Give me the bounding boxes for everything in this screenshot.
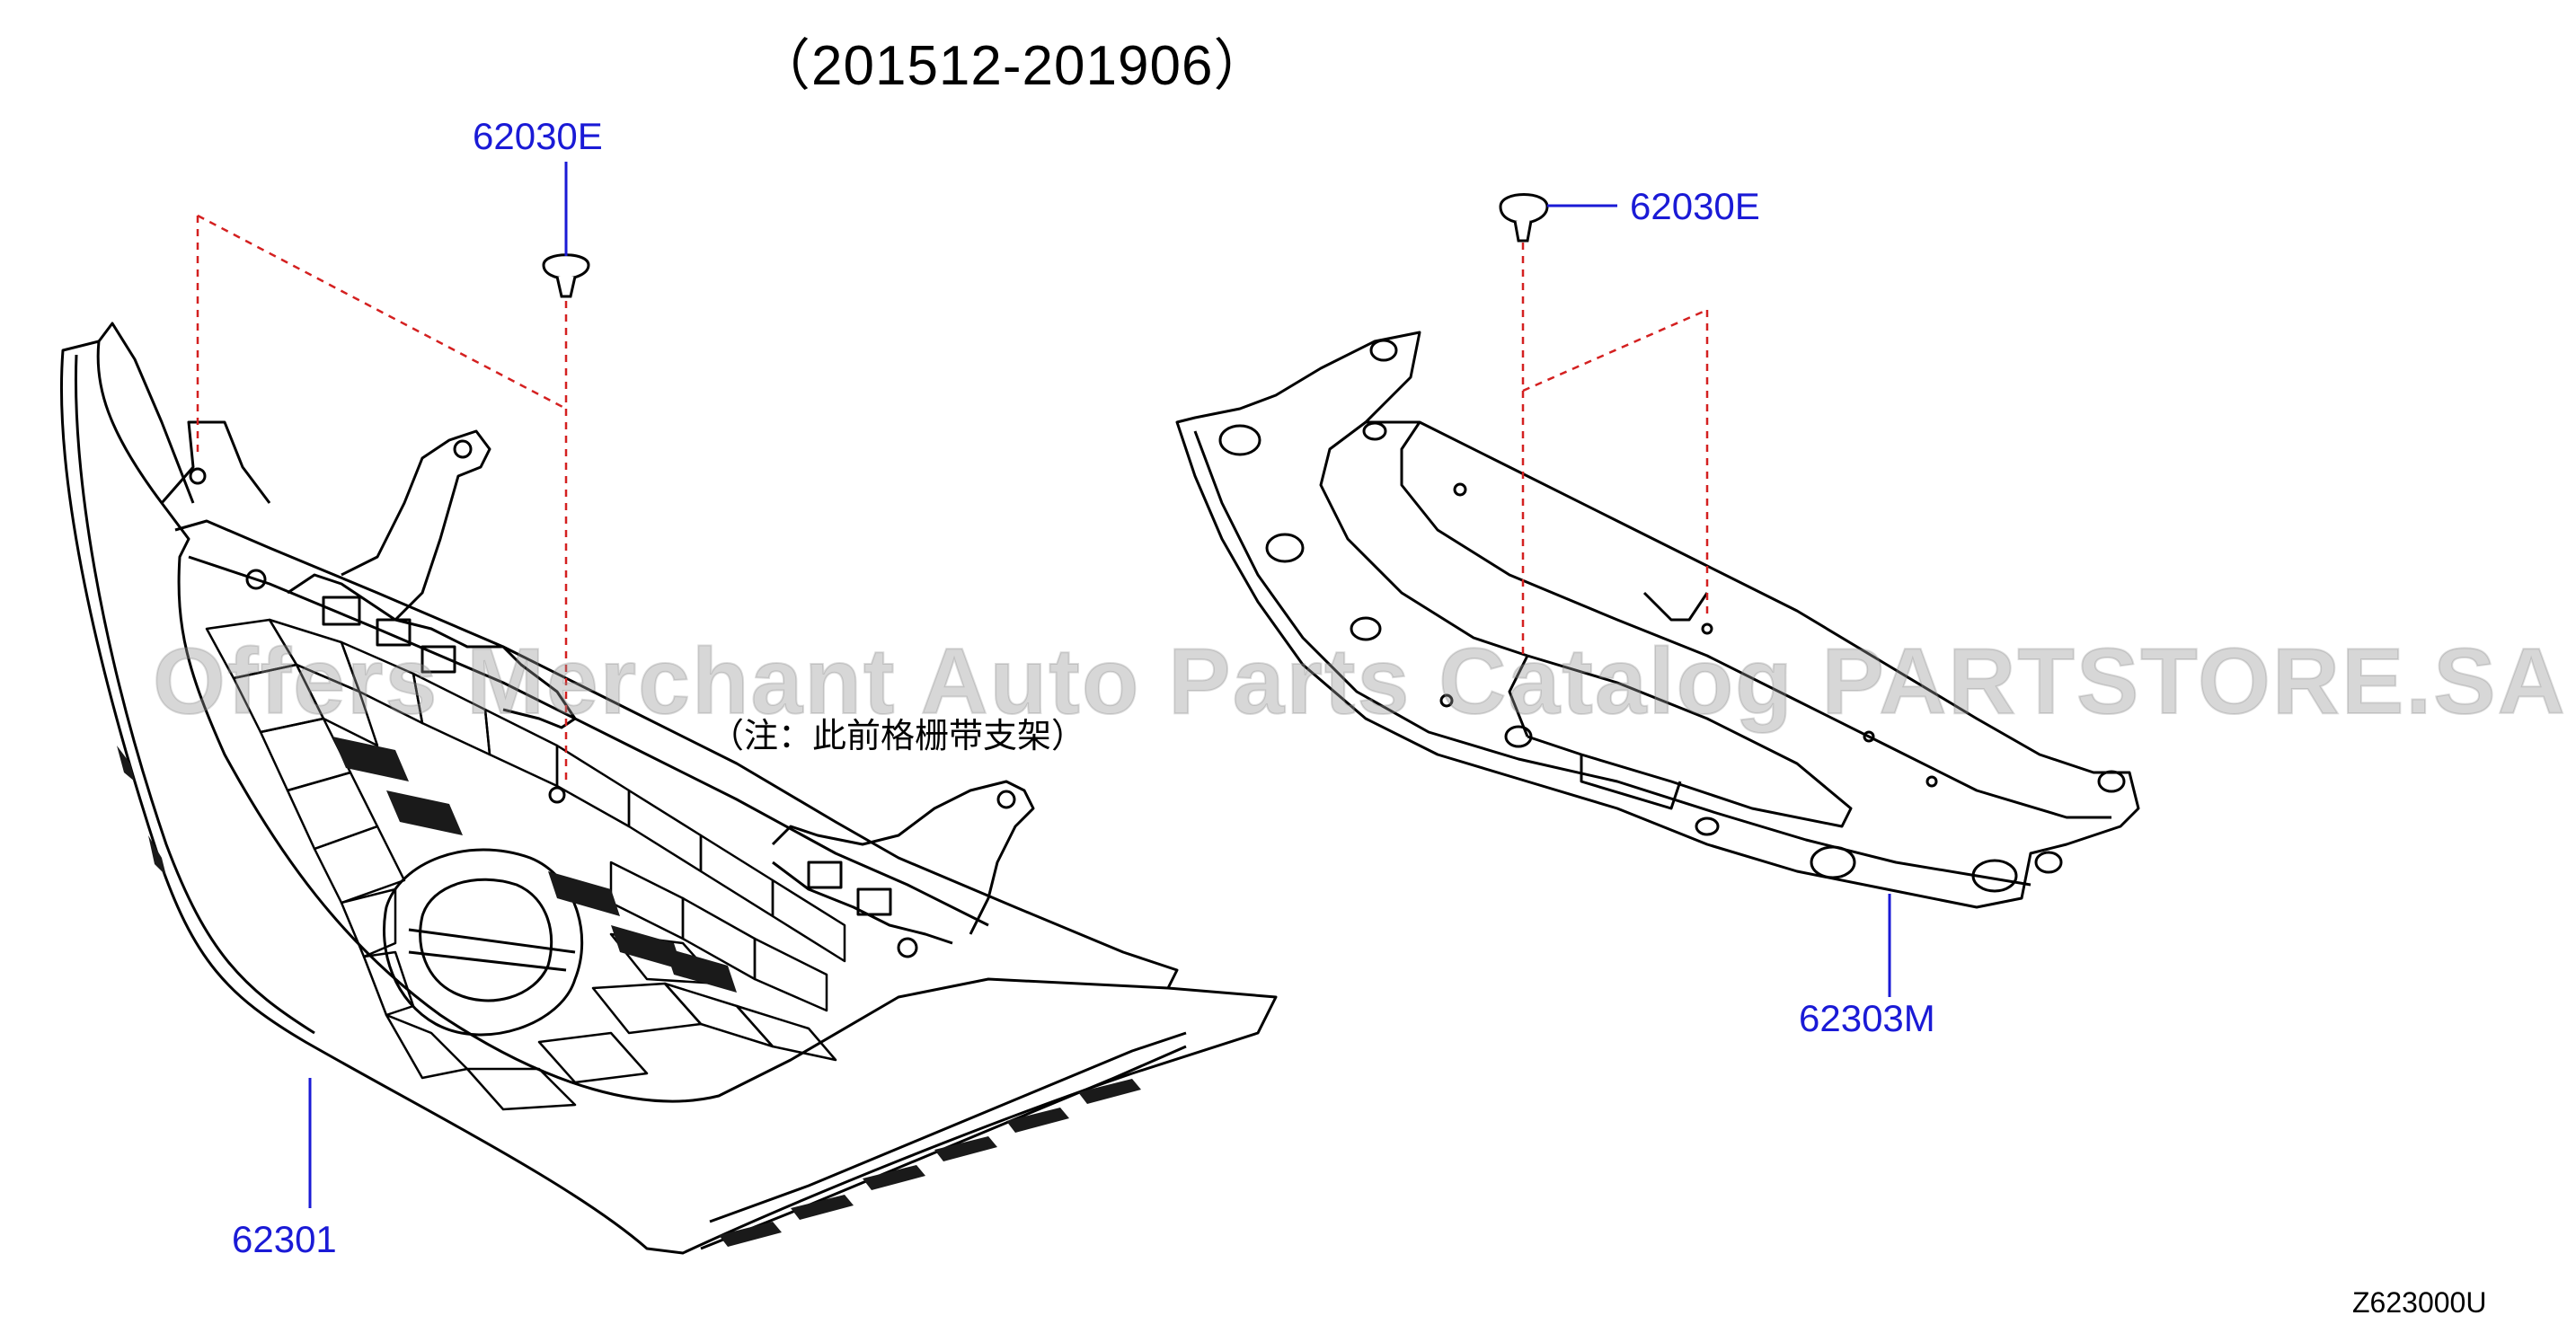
clip-62030E-left [542, 253, 590, 298]
diagram-title: （201512-201906） [755, 35, 1270, 97]
clip-62030E-right [1499, 193, 1549, 243]
callout-62030E-left[interactable]: 62030E [473, 115, 603, 157]
diagram-code: Z623000U [2352, 1286, 2487, 1319]
callout-62303M[interactable]: 62303M [1799, 997, 1935, 1039]
diagram-note: （注：此前格栅带支架） [710, 716, 1086, 755]
dashed-reference-lines [196, 214, 1709, 781]
leader-lines [308, 162, 1891, 1208]
front-grille-62301 [60, 322, 1278, 1255]
watermark: Offers Merchant Auto Parts Catalog PARTS… [152, 629, 2567, 735]
callout-62301[interactable]: 62301 [232, 1218, 337, 1260]
core-support-cover-62303M [1175, 331, 2140, 909]
callout-62030E-right[interactable]: 62030E [1630, 185, 1760, 227]
